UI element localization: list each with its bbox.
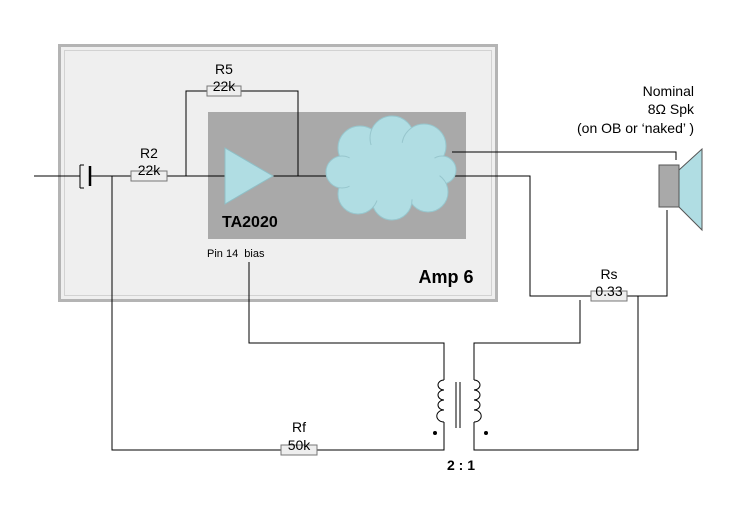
- wire-r5-right: [241, 90, 299, 176]
- r2-value: 22k: [138, 162, 162, 178]
- transformer-ratio: 2 : 1: [447, 457, 475, 473]
- amp-panel-inner: [64, 50, 492, 296]
- wire-out-positive: [452, 151, 677, 160]
- input-capacitor: [79, 164, 92, 189]
- spk-line3: (on OB or ‘naked’ ): [577, 120, 694, 136]
- wire-rf-right: [317, 430, 445, 451]
- r5-value: 22k: [213, 78, 237, 94]
- pin14-label: Pin 14 bias: [207, 248, 265, 260]
- speaker-cone: [678, 147, 703, 232]
- transformer-icon: [433, 379, 488, 435]
- resistor-rs: [590, 290, 628, 302]
- primary-dot: [433, 431, 437, 435]
- wires: [34, 90, 677, 451]
- r2-name: R2: [140, 145, 158, 161]
- speaker-icon: [658, 147, 703, 232]
- wire-pin14: [248, 262, 445, 380]
- chip-label: TA2020: [222, 214, 278, 231]
- cloud-icon: [325, 115, 457, 221]
- amp-label: Amp 6: [418, 267, 473, 287]
- spk-line2: 8Ω Spk: [648, 101, 695, 117]
- wire-r5-left: [185, 90, 207, 176]
- rs-name: Rs: [600, 266, 617, 282]
- r5-name: R5: [215, 61, 233, 77]
- rf-name: Rf: [292, 419, 306, 435]
- speaker-magnet: [658, 164, 680, 208]
- wire-out-negative: [446, 175, 591, 297]
- rs-value: 0.33: [595, 283, 622, 299]
- secondary-dot: [484, 431, 488, 435]
- wire-secondary-bottom: [473, 296, 639, 451]
- wire-rf-left: [111, 176, 281, 451]
- resistor-r2: [130, 170, 168, 182]
- wire-secondary-top: [473, 300, 581, 380]
- resistor-r5: [206, 85, 242, 97]
- wire-rs-to-spk: [627, 210, 668, 297]
- spk-line1: Nominal: [643, 83, 694, 99]
- amplifier-triangle-icon: [224, 147, 274, 205]
- resistor-rf: [280, 444, 318, 456]
- rf-value: 50k: [288, 437, 312, 453]
